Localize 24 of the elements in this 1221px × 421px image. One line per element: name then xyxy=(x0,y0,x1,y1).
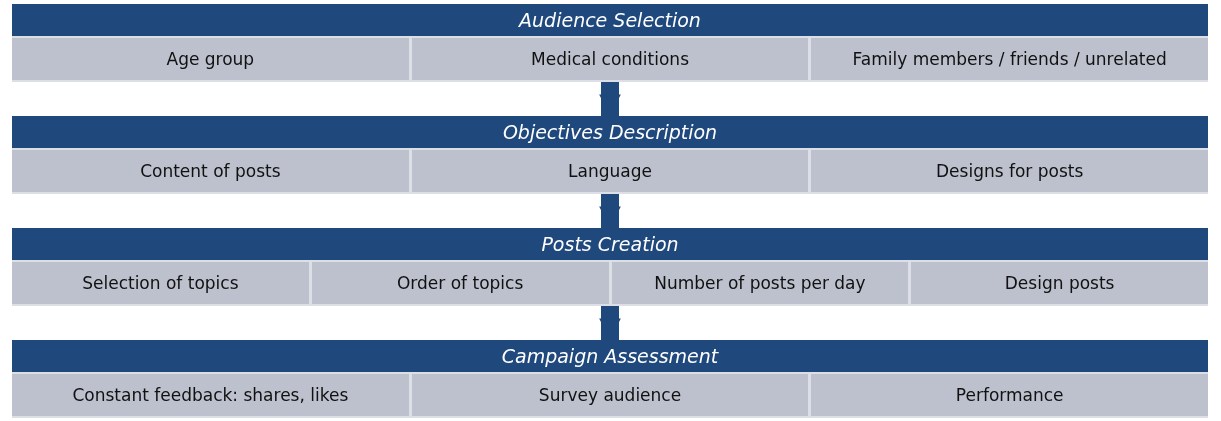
stage-item: Content of posts xyxy=(12,150,409,192)
stage-title: Campaign Assessment xyxy=(12,340,1208,372)
stage-item: Constant feedback: shares, likes xyxy=(12,374,409,416)
stage-item: Medical conditions xyxy=(411,38,809,80)
stage-item: Order of topics xyxy=(311,262,609,304)
down-arrow xyxy=(599,306,621,340)
stage-panel xyxy=(12,228,1208,306)
stage-item: Language xyxy=(411,150,809,192)
stage-title: Objectives Description xyxy=(12,116,1208,148)
stage-panel xyxy=(12,4,1208,82)
stage-title: Posts Creation xyxy=(12,228,1208,260)
stage-title: Audience Selection xyxy=(12,4,1208,36)
down-arrow xyxy=(599,82,621,116)
stage-item: Family members / friends / unrelated xyxy=(811,38,1208,80)
stage-item: Design posts xyxy=(911,262,1208,304)
stage-item: Designs for posts xyxy=(811,150,1208,192)
stage-item: Survey audience xyxy=(411,374,809,416)
down-arrow xyxy=(599,194,621,228)
stage-item: Selection of topics xyxy=(12,262,309,304)
stage-item: Age group xyxy=(12,38,409,80)
stage-panel xyxy=(12,116,1208,194)
stage-item: Performance xyxy=(811,374,1208,416)
stage-item: Number of posts per day xyxy=(611,262,909,304)
stage-panel xyxy=(12,340,1208,418)
